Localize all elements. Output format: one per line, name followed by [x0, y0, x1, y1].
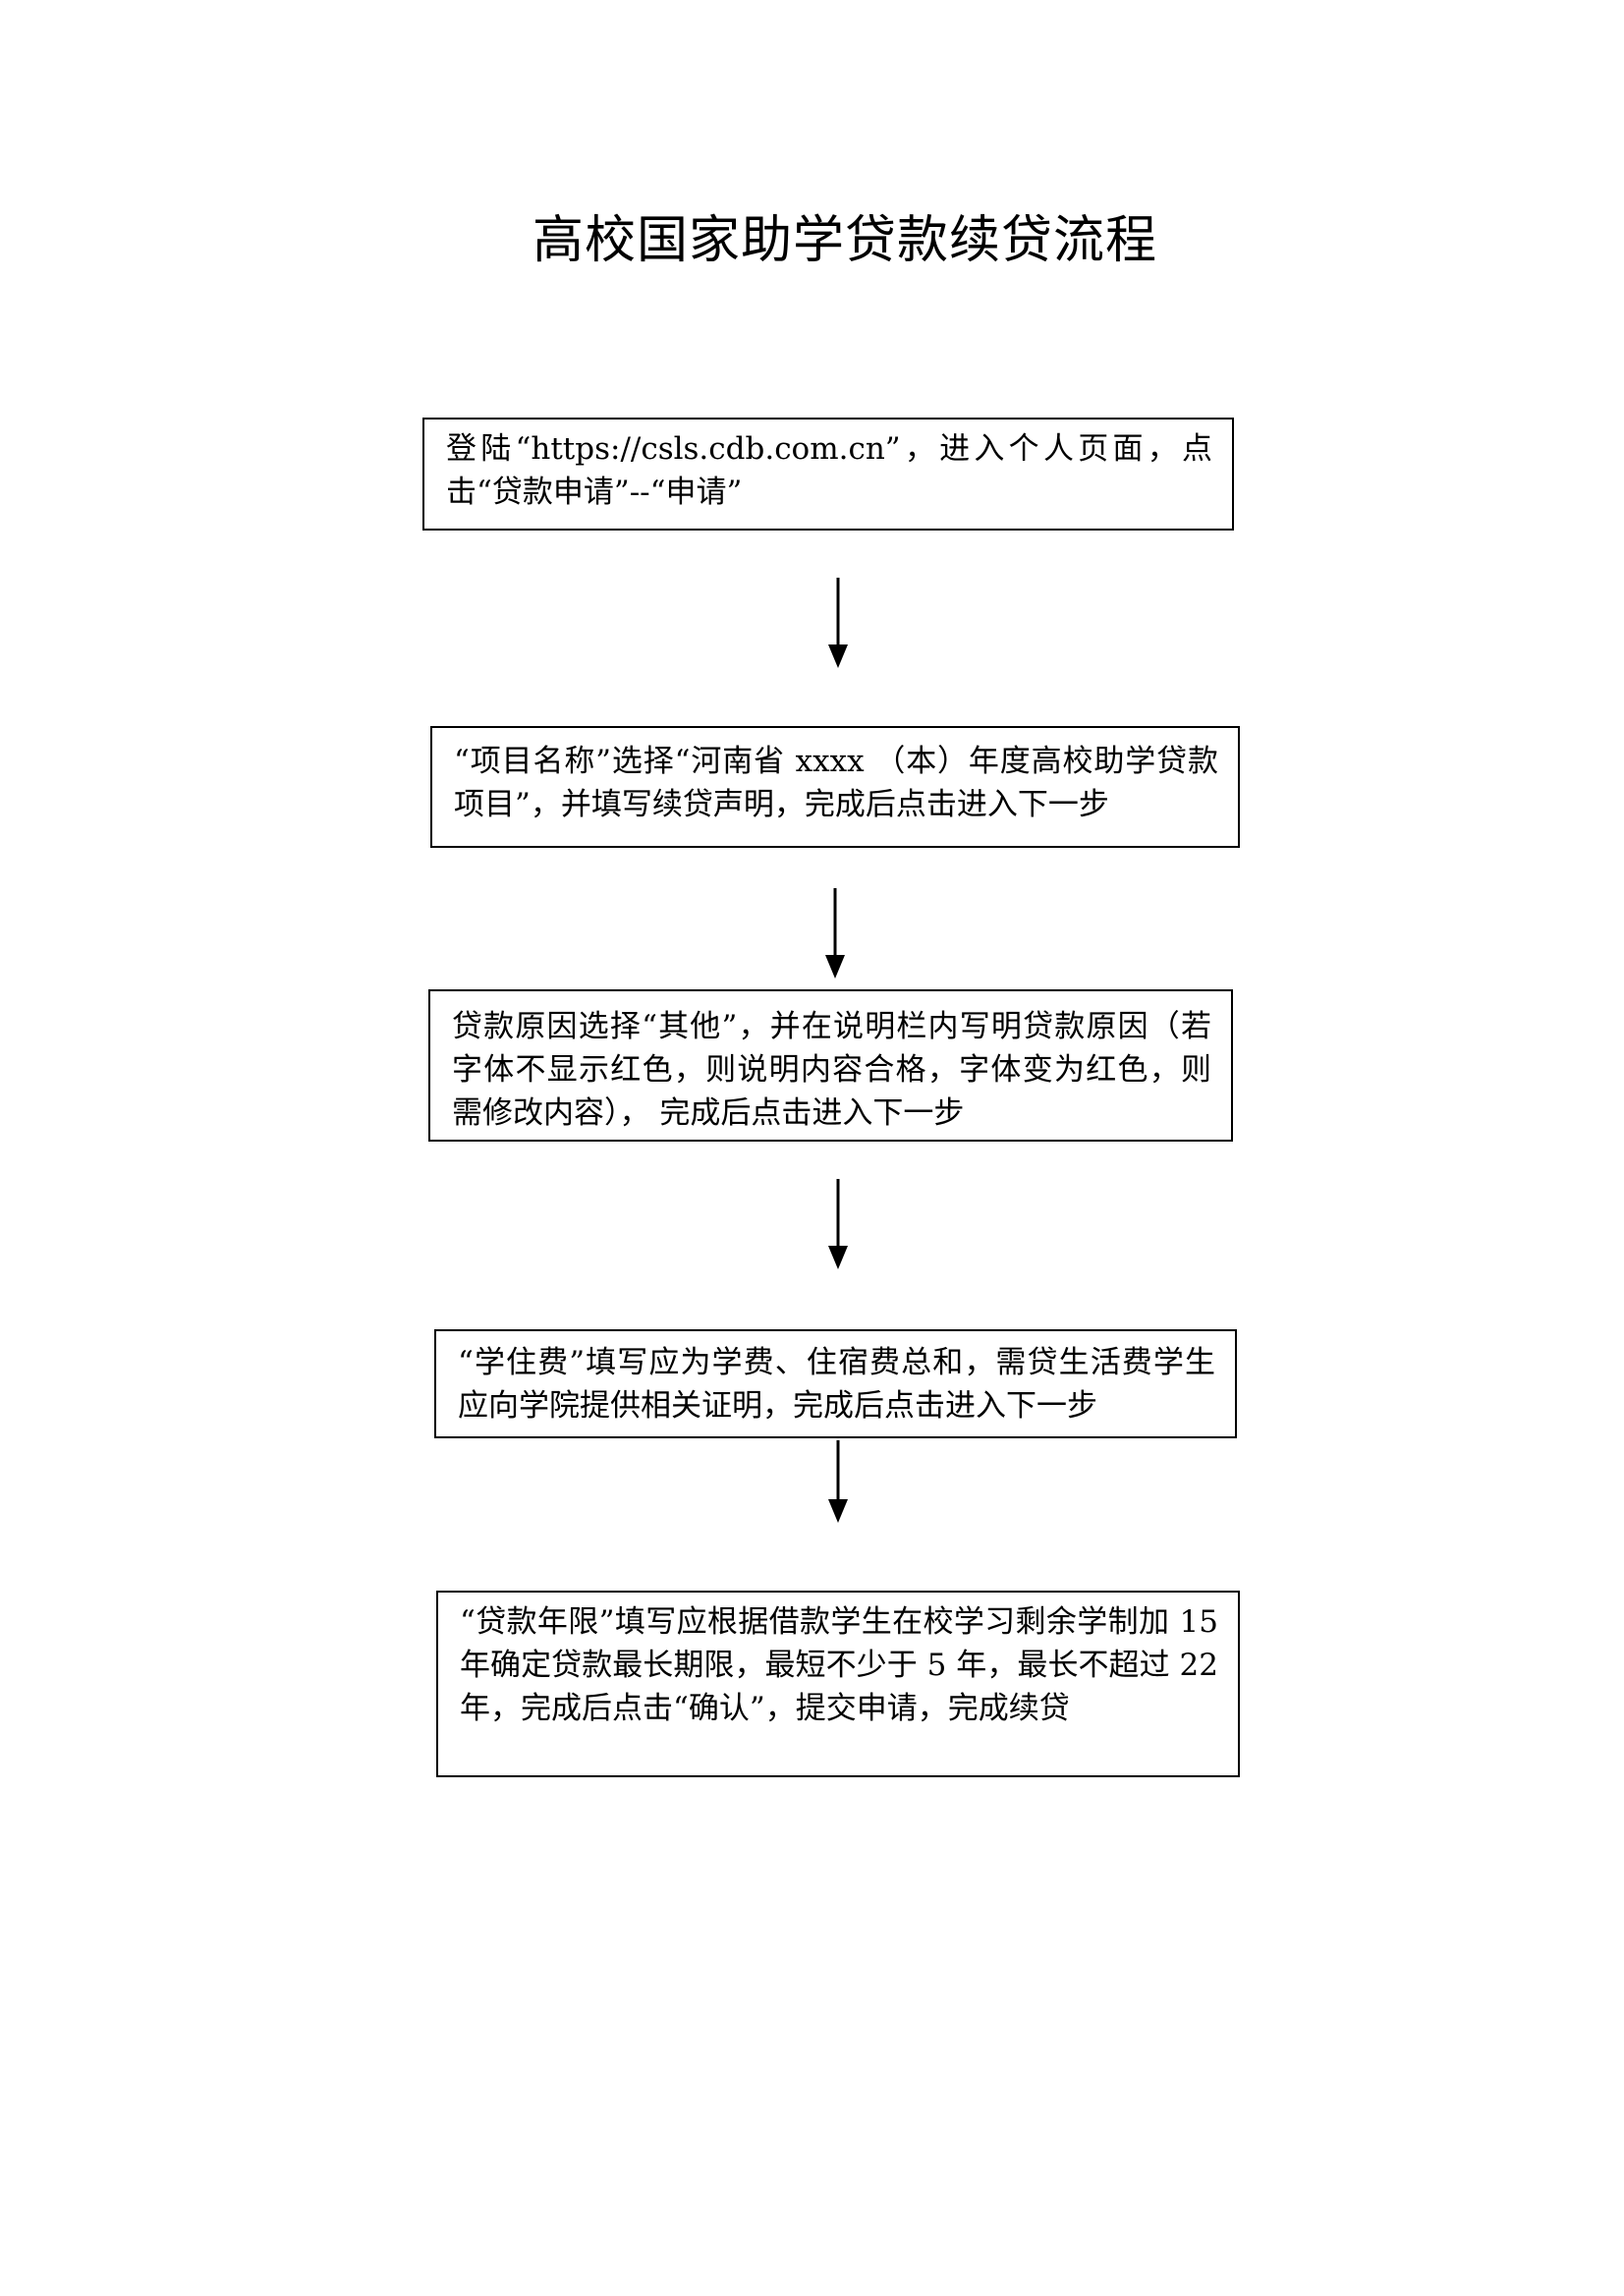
flow-step-loan-term: “贷款年限”填写应根据借款学生在校学习剩余学制加 15 年确定贷款最长期限，最短… — [436, 1591, 1240, 1777]
flow-step-text: “贷款年限”填写应根据借款学生在校学习剩余学制加 15 年确定贷款最长期限，最短… — [460, 1604, 1218, 1726]
flow-step-text: “项目名称”选择“河南省 xxxx （本）年度高校助学贷款项目”，并填写续贷声明… — [454, 744, 1218, 822]
page-title: 高校国家助学贷款续贷流程 — [532, 211, 1157, 270]
flow-step-login: 登陆“https://csls.cdb.com.cn”，进入个人页面，点击“贷款… — [422, 418, 1234, 531]
flow-arrow-down-icon — [825, 888, 845, 979]
flow-step-text: 贷款原因选择“其他”，并在说明栏内写明贷款原因（若字体不显示红色，则说明内容合格… — [452, 1009, 1211, 1131]
flow-step-loan-reason: 贷款原因选择“其他”，并在说明栏内写明贷款原因（若字体不显示红色，则说明内容合格… — [428, 989, 1233, 1142]
flow-step-project-name: “项目名称”选择“河南省 xxxx （本）年度高校助学贷款项目”，并填写续贷声明… — [430, 726, 1240, 848]
flow-step-tuition-fees: “学住费”填写应为学费、住宿费总和，需贷生活费学生应向学院提供相关证明，完成后点… — [434, 1329, 1237, 1438]
flow-step-text: 登陆“https://csls.cdb.com.cn”，进入个人页面，点击“贷款… — [446, 431, 1212, 510]
flow-step-text: “学住费”填写应为学费、住宿费总和，需贷生活费学生应向学院提供相关证明，完成后点… — [458, 1345, 1215, 1424]
flow-arrow-down-icon — [828, 1179, 848, 1269]
flow-arrow-down-icon — [828, 578, 848, 668]
flow-arrow-down-icon — [828, 1440, 848, 1523]
